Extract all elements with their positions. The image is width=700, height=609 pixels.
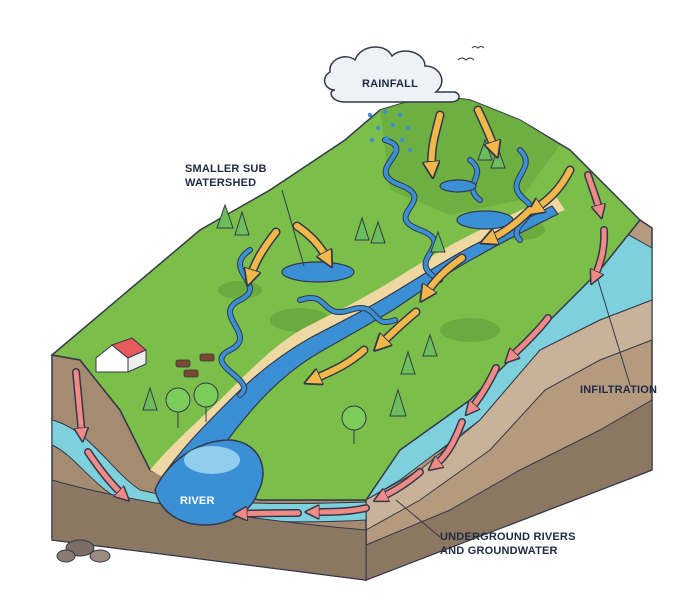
river-label: RIVER (180, 495, 215, 507)
river-pool (154, 439, 264, 526)
sub-watershed-label-line2: WATERSHED (185, 177, 257, 189)
underground-label-line2: AND GROUNDWATER (440, 545, 558, 557)
groundwater-arrows (72, 171, 609, 514)
rain-cloud (323, 46, 460, 103)
birds (457, 46, 485, 61)
sub-watershed-label: SMALLER SUB WATERSHED (185, 162, 267, 190)
underground-rivers-label: UNDERGROUND RIVERS AND GROUNDWATER (440, 530, 576, 558)
rainfall-label: RAINFALL (362, 78, 418, 90)
underground-label-line1: UNDERGROUND RIVERS (440, 531, 576, 543)
farmhouse (95, 337, 147, 373)
sub-watershed-label-line1: SMALLER SUB (185, 163, 267, 175)
raindrops (367, 109, 413, 153)
infiltration-label: INFILTRATION (580, 384, 658, 396)
right-soil-face (365, 203, 653, 582)
cows (175, 353, 215, 378)
surface-runoff-arrows (250, 105, 575, 380)
leader-lines (281, 189, 631, 538)
